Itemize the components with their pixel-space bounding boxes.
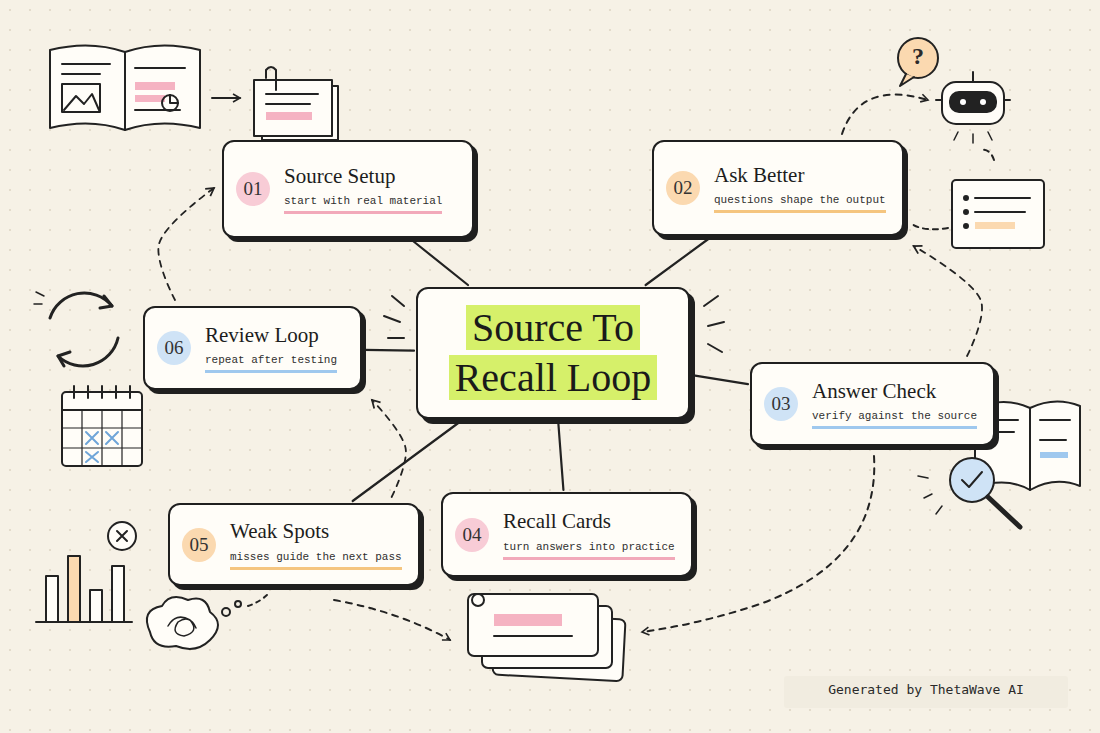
card-icon (912, 150, 1044, 248)
document-icon (254, 67, 338, 140)
step-subtitle: start with real material (284, 195, 442, 214)
question-mark: ? (908, 43, 928, 70)
hub-spoke (558, 421, 563, 490)
flashcards-icon (468, 594, 626, 681)
step-title: Answer Check (812, 379, 977, 404)
step-title: Source Setup (284, 164, 442, 189)
step-subtitle: questions shape the output (714, 194, 886, 213)
step-subtitle: verify against the source (812, 410, 977, 429)
book-icon (50, 45, 240, 130)
step-subtitle: turn answers into practice (503, 541, 675, 560)
hub-spoke (692, 375, 748, 384)
robot-icon (898, 38, 1010, 143)
step-box: 06 Review Loop repeat after testing (143, 306, 362, 390)
step-subtitle: repeat after testing (205, 354, 337, 373)
step-number: 06 (157, 331, 191, 365)
dashed-arrow (334, 600, 450, 640)
step-subtitle: misses guide the next pass (230, 551, 402, 570)
bar-chart-icon (36, 522, 136, 622)
step-box: 01 Source Setup start with real material (222, 140, 474, 238)
dashed-arrow (842, 95, 928, 134)
dashed-arrow (372, 400, 406, 497)
hub-spoke (646, 238, 710, 285)
calendar-icon (62, 386, 142, 466)
step-title: Review Loop (205, 323, 337, 348)
hub-title: Source To Recall Loop (438, 303, 668, 403)
step-number: 04 (455, 518, 489, 552)
hub-spoke (364, 349, 414, 352)
step-box: 03 Answer Check verify against the source (750, 362, 995, 446)
step-box: 04 Recall Cards turn answers into practice (441, 492, 693, 577)
step-box: 02 Ask Better questions shape the output (652, 140, 904, 236)
step-number: 02 (666, 171, 700, 205)
dashed-arrow (158, 188, 214, 300)
hub-spoke (412, 240, 468, 285)
thought-cloud-icon (147, 594, 268, 649)
watermark: Generated by ThetaWave AI (790, 682, 1062, 697)
step-title: Recall Cards (503, 509, 675, 534)
cycle-icon (34, 292, 118, 366)
step-number: 05 (182, 528, 216, 562)
hub-spoke (353, 421, 461, 501)
watermark-ground (784, 676, 1068, 708)
step-number: 01 (236, 172, 270, 206)
step-number: 03 (764, 387, 798, 421)
step-title: Ask Better (714, 163, 886, 188)
dashed-arrow (914, 246, 982, 356)
step-box: 05 Weak Spots misses guide the next pass (168, 503, 420, 586)
step-title: Weak Spots (230, 519, 402, 544)
hub-box: Source To Recall Loop (416, 287, 690, 419)
